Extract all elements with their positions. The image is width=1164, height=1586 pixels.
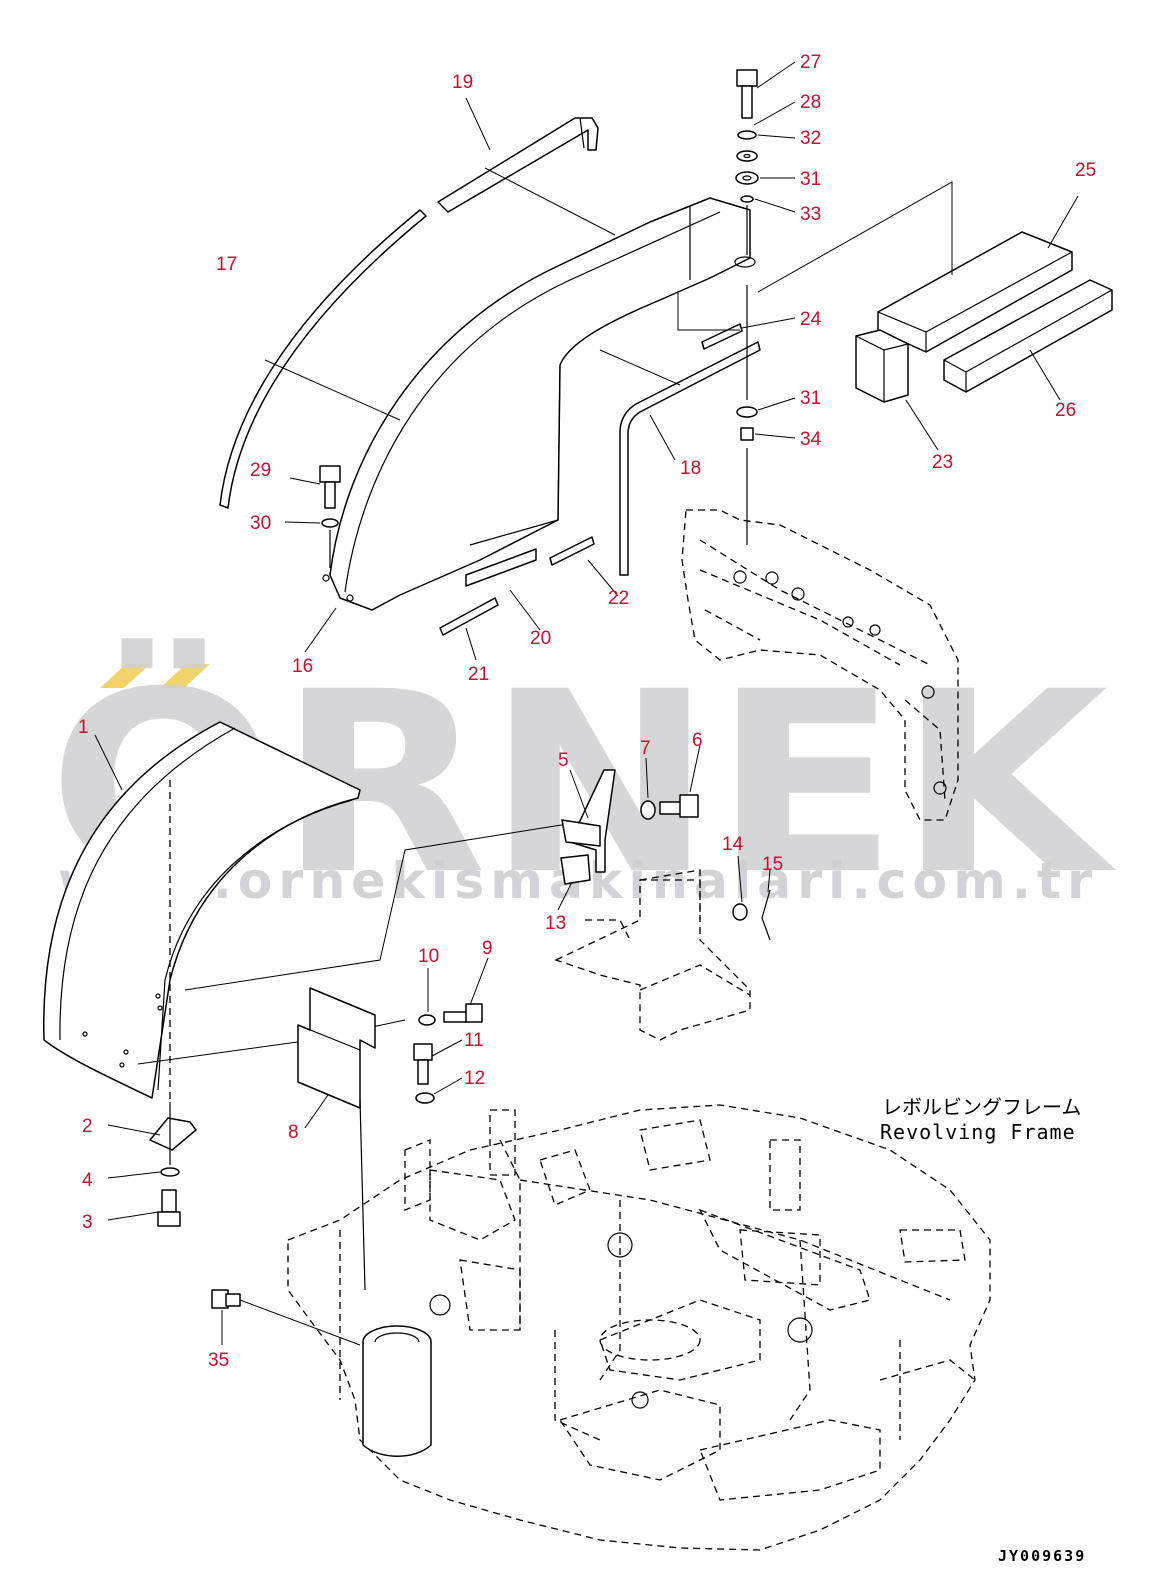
callout-numbers: 27 28 32 31 33 24 31 34 25 26 23 19 17 1… xyxy=(78,52,1096,1371)
callout-13: 13 xyxy=(545,913,566,934)
callout-11: 11 xyxy=(464,1030,484,1051)
callout-30: 30 xyxy=(250,513,271,534)
plate-8-bolts xyxy=(297,987,483,1291)
callout-29: 29 xyxy=(250,460,271,481)
clamp-2-washer-4-bolt-3 xyxy=(149,1102,197,1227)
callout-9: 9 xyxy=(482,938,493,959)
callout-8: 8 xyxy=(288,1122,299,1143)
watermark-accent-mark-left xyxy=(100,664,150,688)
callout-35: 35 xyxy=(208,1350,229,1371)
callout-32: 32 xyxy=(800,128,821,149)
callout-24: 24 xyxy=(800,309,822,330)
bracket-upper-right xyxy=(681,509,959,821)
cover-16 xyxy=(322,197,756,611)
callout-31-lower: 31 xyxy=(800,388,821,409)
seal-strip-21 xyxy=(439,597,499,636)
callout-25: 25 xyxy=(1075,160,1096,181)
callout-16: 16 xyxy=(292,656,313,677)
callout-5: 5 xyxy=(558,750,569,771)
callout-31-upper: 31 xyxy=(800,169,821,190)
callout-10: 10 xyxy=(418,946,439,967)
seal-strip-22 xyxy=(549,536,595,566)
callout-leaders xyxy=(107,61,1079,1345)
callout-15: 15 xyxy=(762,854,783,875)
callout-3: 3 xyxy=(82,1212,93,1233)
bolt-stack-27-34 xyxy=(735,69,759,545)
callout-21: 21 xyxy=(468,664,489,685)
blocks-23-25-26 xyxy=(855,231,1113,403)
callout-28: 28 xyxy=(800,92,821,113)
callout-7: 7 xyxy=(640,738,651,759)
bolt-35 xyxy=(211,1289,241,1309)
callout-33: 33 xyxy=(800,204,821,225)
callout-22: 22 xyxy=(608,588,629,609)
seal-strip-17 xyxy=(219,209,427,509)
frame-label-japanese: レボルビングフレーム xyxy=(882,1095,1081,1119)
watermark-accent-mark-right xyxy=(160,664,210,688)
callout-6: 6 xyxy=(692,730,703,751)
callout-2: 2 xyxy=(82,1116,93,1137)
seal-strip-18 xyxy=(619,341,761,576)
cover-1 xyxy=(43,721,361,1100)
callout-1: 1 xyxy=(78,717,89,738)
callout-23: 23 xyxy=(932,452,953,473)
frame-label-english: Revolving Frame xyxy=(880,1120,1076,1144)
callout-17: 17 xyxy=(216,254,237,275)
seal-strip-20 xyxy=(465,548,537,587)
revolving-frame xyxy=(287,1104,991,1551)
callout-12: 12 xyxy=(464,1068,485,1089)
callout-26: 26 xyxy=(1055,400,1076,421)
bracket-5-13-middle-frame xyxy=(554,769,771,1041)
callout-20: 20 xyxy=(530,628,551,649)
seal-strip-19 xyxy=(437,117,599,213)
bolt-29-washer-30 xyxy=(319,465,341,568)
drawing-id: JY009639 xyxy=(998,1547,1086,1565)
callout-18: 18 xyxy=(680,458,701,479)
seal-strip-24 xyxy=(701,323,743,350)
callout-14: 14 xyxy=(722,834,744,855)
callout-19: 19 xyxy=(452,72,473,93)
callout-4: 4 xyxy=(82,1170,93,1191)
callout-34: 34 xyxy=(800,429,822,450)
callout-27: 27 xyxy=(800,52,821,73)
